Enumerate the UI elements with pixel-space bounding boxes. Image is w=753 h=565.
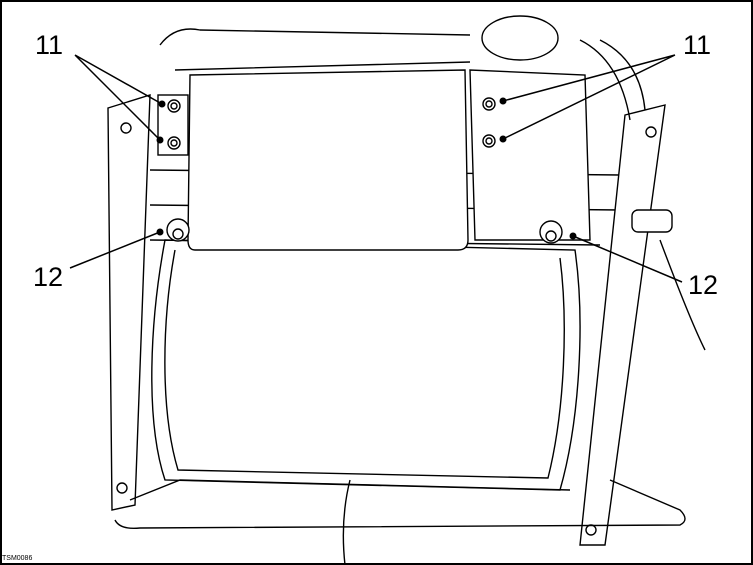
left-side-rail	[107, 94, 151, 511]
right-bracket	[469, 69, 591, 241]
bolt-11	[482, 97, 496, 111]
callout-11-right: 11	[683, 30, 712, 60]
cable	[342, 479, 351, 565]
headrest-top	[159, 28, 471, 71]
bolt-11	[482, 134, 496, 148]
callout-12-right: 12	[688, 270, 719, 300]
figure-reference: TSM0086	[2, 555, 33, 562]
base-frame	[114, 479, 686, 530]
cushion-inner	[164, 249, 565, 479]
knob	[631, 209, 673, 233]
bolt-11	[167, 136, 181, 150]
hose	[579, 39, 706, 351]
pump-bulb	[481, 15, 559, 61]
seat-cushion	[151, 239, 581, 491]
back-panel	[187, 69, 469, 251]
bolt-12	[539, 220, 563, 244]
leader-lines	[69, 54, 683, 283]
callout-11-left: 11	[35, 30, 64, 60]
rail-hole	[120, 122, 132, 134]
right-side-rail	[579, 104, 666, 546]
rail-hole	[116, 482, 128, 494]
rail-hole	[645, 126, 657, 138]
callout-12-left: 12	[33, 262, 64, 292]
leader-dots	[156, 97, 577, 240]
bolt-12	[166, 218, 190, 242]
bolt-11	[167, 99, 181, 113]
